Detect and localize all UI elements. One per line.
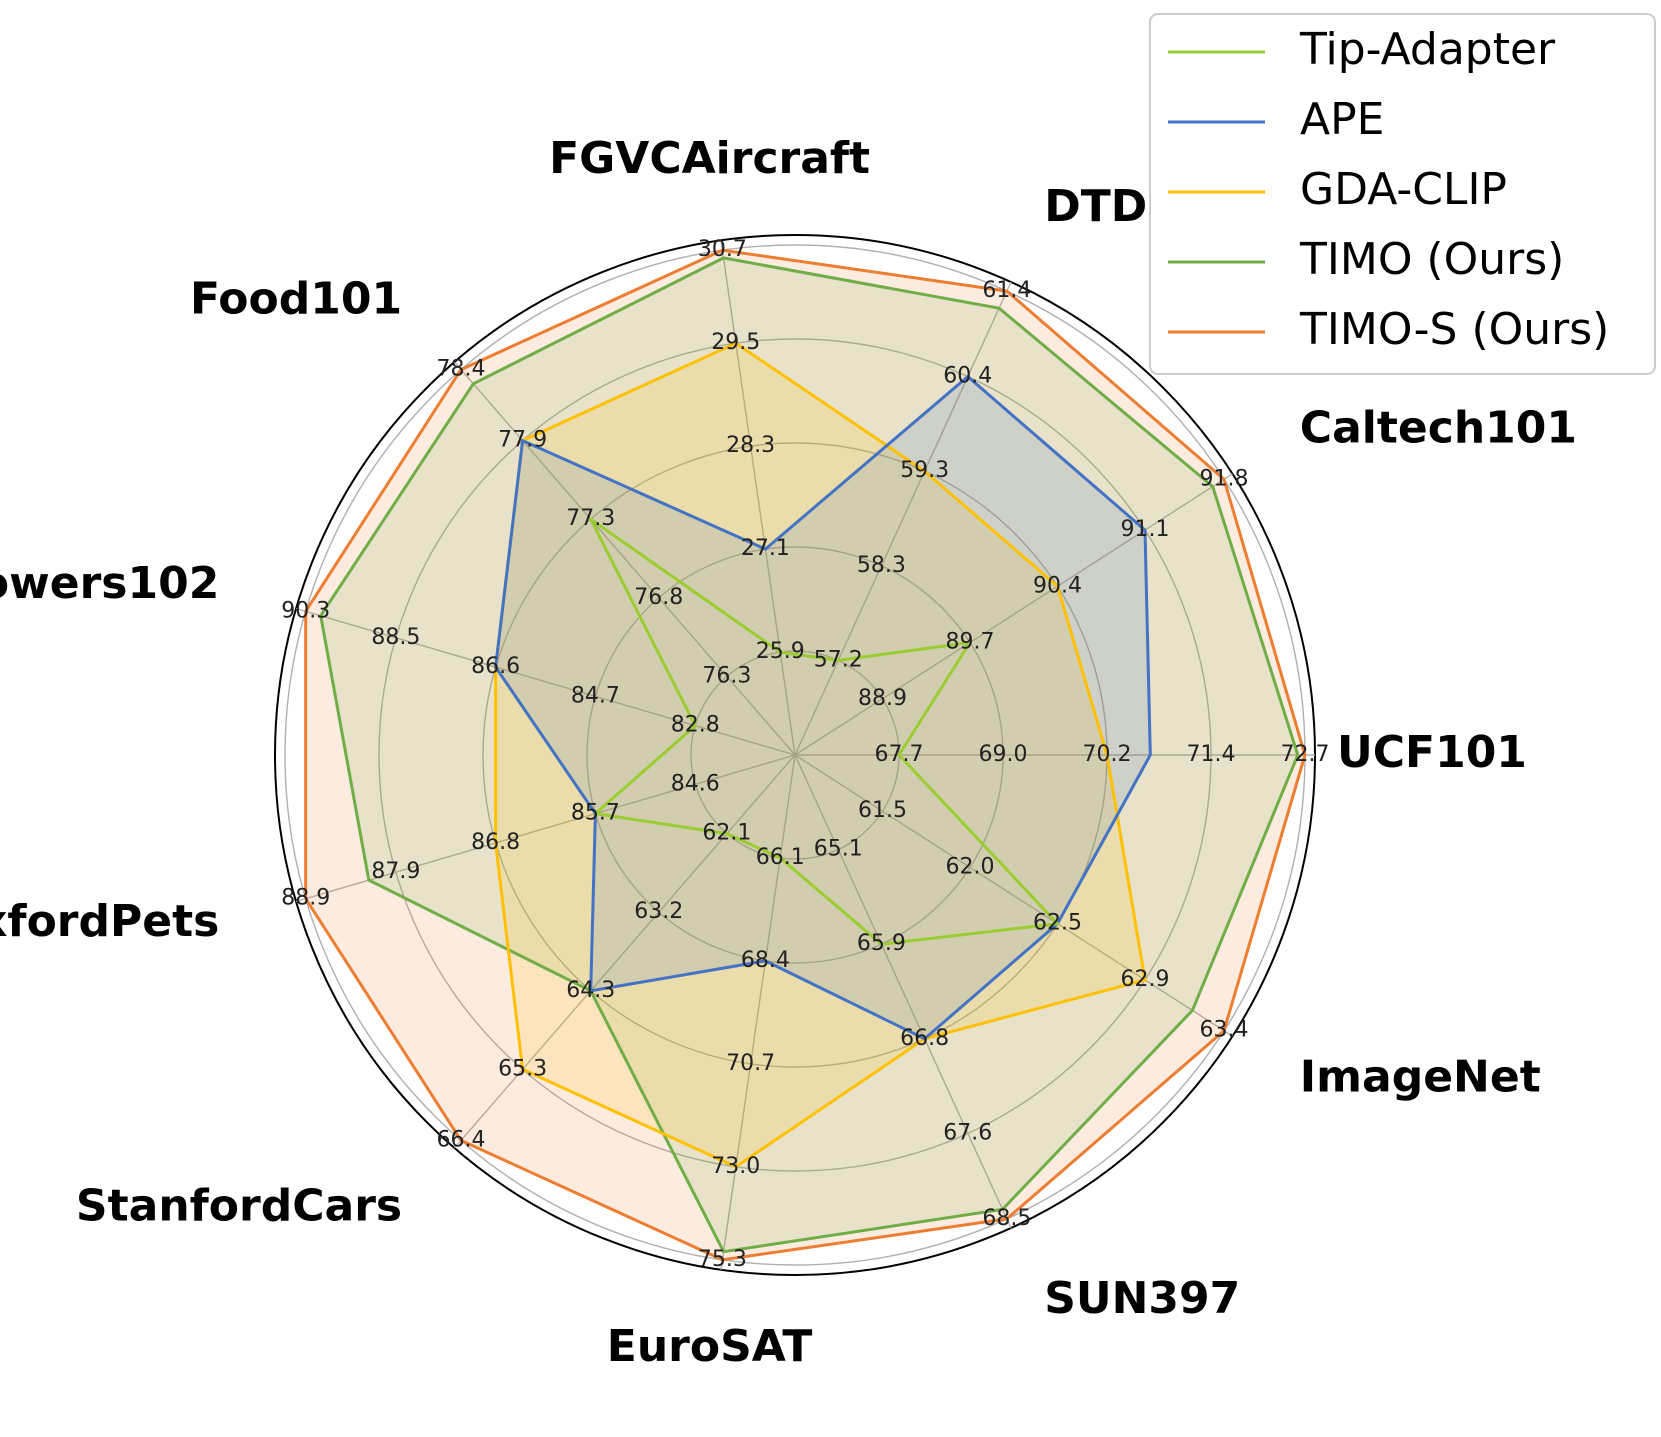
tick-label: 91.1 (1121, 517, 1170, 542)
tick-label: 68.5 (982, 1206, 1031, 1231)
tick-label: 69.0 (979, 742, 1028, 767)
axis-label-eurosat: EuroSAT (607, 1321, 813, 1372)
tick-label: 57.2 (814, 647, 863, 672)
tick-label: 65.1 (814, 837, 863, 862)
axis-label-sun397: SUN397 (1044, 1273, 1240, 1324)
grid-spoke (794, 473, 1233, 756)
tick-label: 90.4 (1033, 573, 1082, 598)
tick-label: 62.5 (1033, 911, 1082, 936)
axis-label-oxfordpets: OxfordPets (0, 896, 219, 947)
tick-label: 59.3 (900, 458, 949, 483)
grid-spoke (794, 281, 1012, 756)
tick-label: 62.0 (946, 855, 995, 880)
axis-label-flowers102: Flowers102 (0, 558, 219, 609)
legend-entry: TIMO (Ours) (1299, 234, 1564, 285)
axis-label-ucf101: UCF101 (1337, 727, 1527, 778)
tick-label: 73.0 (711, 1154, 760, 1179)
tick-label: 72.7 (1281, 742, 1330, 767)
tick-label: 84.7 (571, 683, 620, 708)
tick-label: 71.4 (1187, 742, 1236, 767)
tick-label: 78.4 (437, 357, 486, 382)
axis-label-stanfordcars: StanfordCars (76, 1180, 402, 1231)
tick-label: 86.8 (471, 830, 520, 855)
tick-label: 61.5 (858, 798, 907, 823)
tick-label: 66.8 (900, 1026, 949, 1051)
tick-label: 88.9 (281, 886, 330, 911)
grid-spoke (295, 607, 796, 756)
tick-label: 87.9 (371, 859, 420, 884)
legend-entry: APE (1300, 94, 1384, 145)
axis-label-dtd: DTD (1044, 181, 1147, 232)
series-line (494, 341, 1147, 1169)
tick-label: 62.1 (702, 821, 751, 846)
legend-entry: TIMO-S (Ours) (1299, 304, 1609, 355)
tick-label: 65.3 (498, 1056, 547, 1081)
radar-axis-labels: UCF101 Caltech101 DTD FGVCAircraftFood101Fl… (0, 133, 1577, 1372)
legend-entry: Tip-Adapter (1299, 24, 1556, 75)
radar-grid (274, 234, 1316, 1276)
tick-label: 66.4 (437, 1127, 486, 1152)
tick-label: 66.1 (756, 845, 805, 870)
tick-label: 63.2 (634, 899, 683, 924)
tick-label: 86.6 (471, 654, 520, 679)
grid-spoke (453, 361, 796, 756)
series-area (305, 250, 1305, 1260)
tick-label: 91.8 (1200, 466, 1249, 491)
tick-label: 82.8 (671, 713, 720, 738)
series-area (495, 343, 1146, 1167)
grid-spoke (453, 754, 796, 1149)
series-line (304, 248, 1307, 1262)
tick-label: 27.1 (741, 536, 790, 561)
axis-label-fgvcaircraft: FGVCAircraft (549, 133, 870, 184)
axis-label-caltech101: Caltech101 (1300, 403, 1577, 454)
grid-spoke (720, 240, 796, 756)
tick-label: 89.7 (946, 630, 995, 655)
tick-label: 84.6 (671, 771, 720, 796)
tick-label: 28.3 (726, 433, 775, 458)
tick-label: 29.5 (711, 330, 760, 355)
tick-label: 88.5 (371, 625, 420, 650)
tick-label: 60.4 (943, 364, 992, 389)
legend-box (1149, 13, 1656, 375)
tick-label: 64.3 (566, 978, 615, 1003)
grid-spoke (794, 754, 1012, 1229)
tick-label: 77.3 (566, 506, 615, 531)
tick-label: 70.2 (1083, 742, 1132, 767)
tick-label: 62.9 (1121, 967, 1170, 992)
tick-label: 90.3 (281, 598, 330, 623)
tick-label: 85.7 (571, 801, 620, 826)
tick-label: 61.4 (982, 278, 1031, 303)
tick-label: 67.6 (943, 1120, 992, 1145)
tick-label: 25.9 (756, 639, 805, 664)
axis-label-imagenet: ImageNet (1300, 1051, 1541, 1102)
series-line (319, 256, 1300, 1254)
tick-label: 76.3 (702, 663, 751, 688)
tick-label: 30.7 (698, 237, 747, 262)
tick-label: 88.9 (858, 686, 907, 711)
grid-spoke (720, 754, 796, 1270)
series-area (495, 376, 1151, 1039)
legend-entry: GDA-CLIP (1300, 164, 1507, 215)
tick-label: 65.9 (857, 931, 906, 956)
tick-label: 70.7 (726, 1051, 775, 1076)
series-line (589, 517, 1059, 946)
grid-spoke (794, 754, 1233, 1037)
radar-tick-labels: 67.7 69.0 70.2 71.4 72.7 88.9 89.7 90.4 91.1 91.8… (281, 237, 1329, 1272)
radar-series (304, 248, 1307, 1262)
tick-label: 76.8 (634, 585, 683, 610)
tick-label: 77.9 (498, 428, 547, 453)
tick-label: 67.7 (875, 742, 924, 767)
series-line (494, 375, 1152, 1041)
tick-label: 68.4 (741, 948, 790, 973)
tick-label: 63.4 (1200, 1018, 1249, 1043)
tick-label: 58.3 (857, 553, 906, 578)
axis-label-food101: Food101 (190, 274, 402, 325)
grid-spoke (295, 754, 796, 903)
tick-label: 75.3 (698, 1247, 747, 1272)
